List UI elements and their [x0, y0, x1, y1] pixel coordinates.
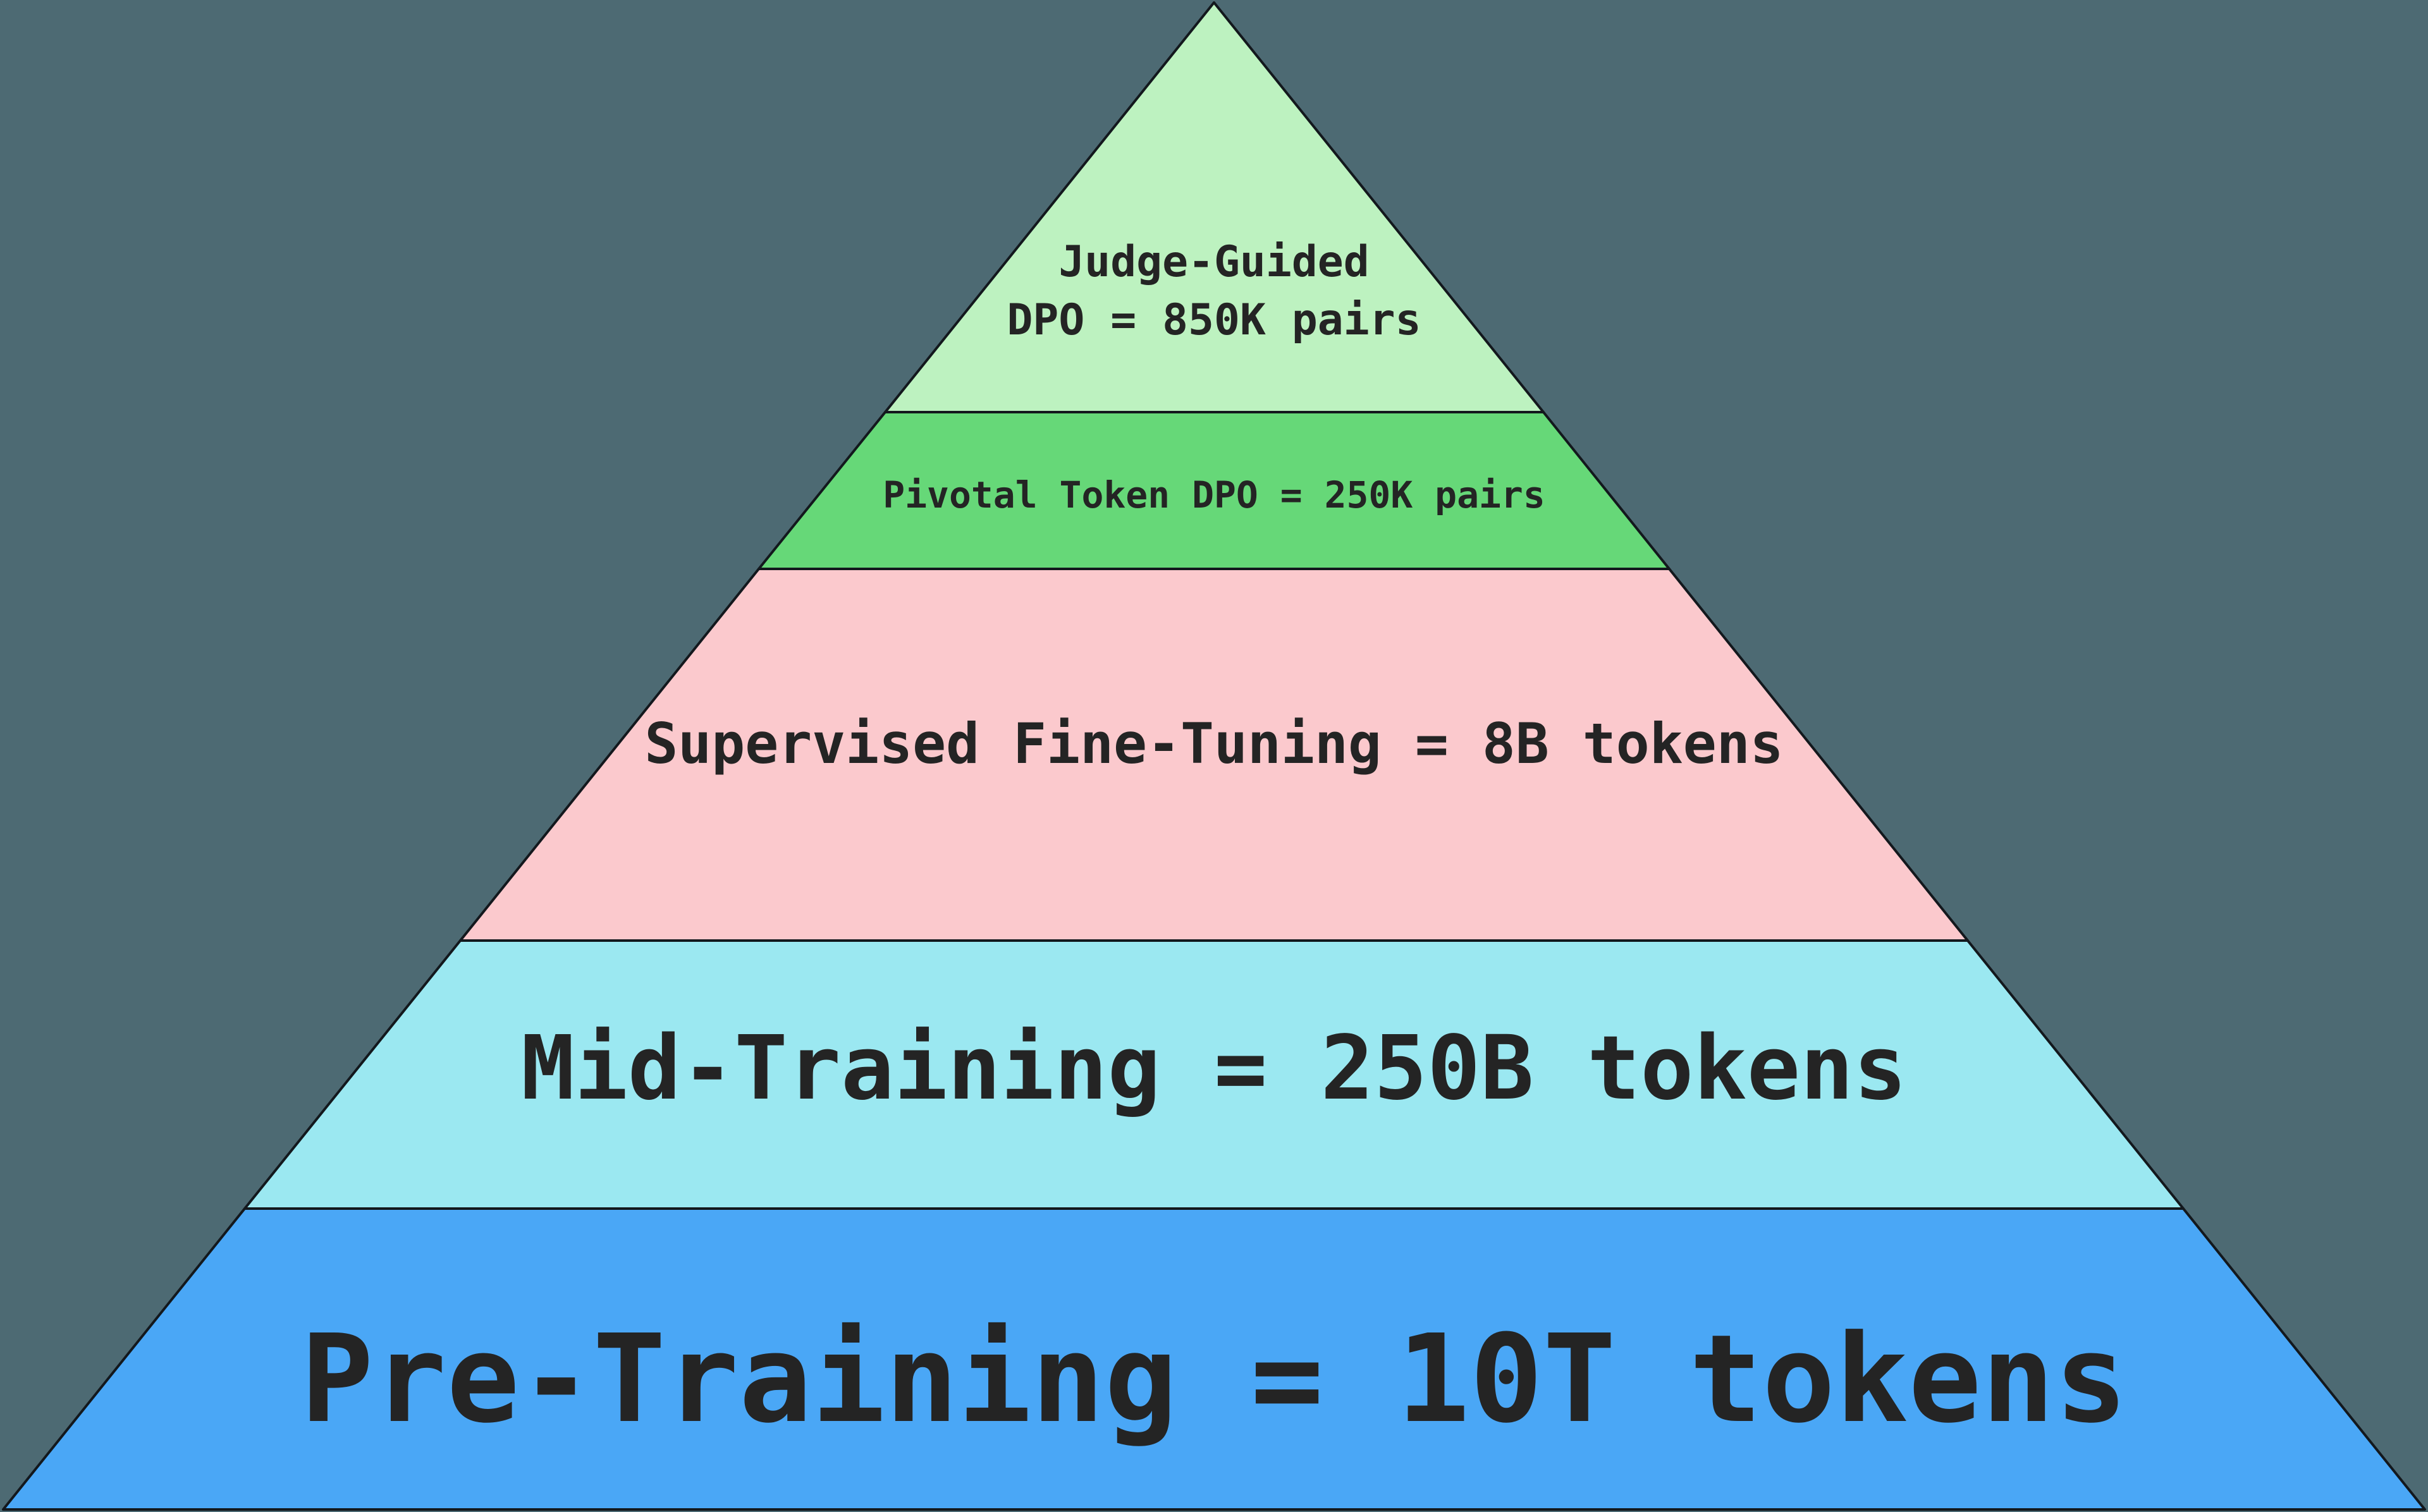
level-judge-guided-dpo-label-line2: DPO = 850K pairs	[1007, 295, 1421, 345]
level-supervised-fine-tuning-label: Supervised Fine-Tuning = 8B tokens	[644, 711, 1783, 776]
level-judge-guided-dpo-label-line1: Judge-Guided	[1058, 237, 1369, 287]
level-judge-guided-dpo-shape	[884, 1, 1545, 413]
level-mid-training-label: Mid-Training = 250B tokens	[521, 1017, 1906, 1120]
level-pivotal-token-dpo-label: Pivotal Token DPO = 250K pairs	[883, 473, 1545, 516]
level-pre-training-label: Pre-Training = 10T tokens	[300, 1309, 2128, 1450]
